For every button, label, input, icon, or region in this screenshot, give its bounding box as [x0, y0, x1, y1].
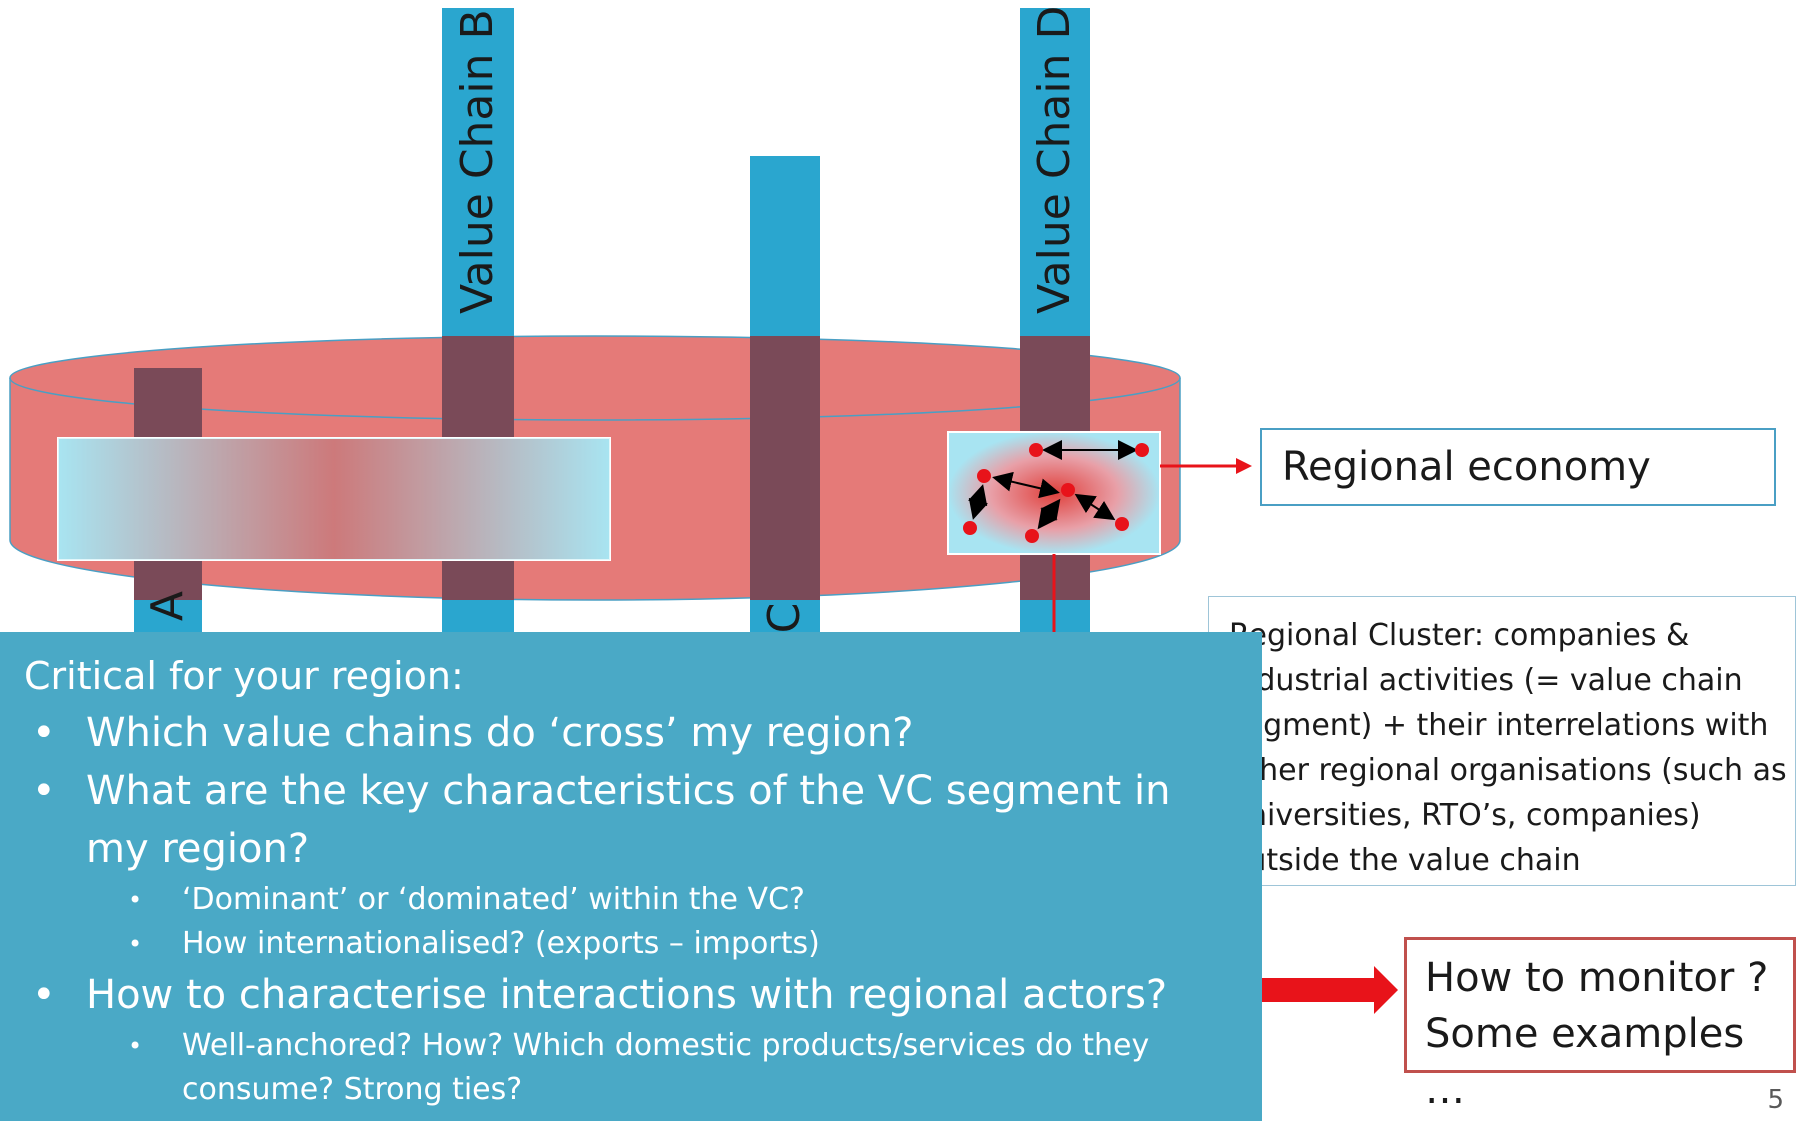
value-chain-segment-c [750, 336, 820, 600]
value-chain-band [57, 437, 611, 561]
critical-panel: Critical for your region: •Which value c… [0, 632, 1262, 1121]
value-chain-label-a: A [142, 590, 193, 622]
question-3: •How to characterise interactions with r… [32, 972, 1168, 1018]
regional-economy-label: Regional economy [1260, 428, 1776, 506]
monitor-arrow [1238, 966, 1398, 1014]
monitor-line-1: How to monitor ? [1425, 955, 1769, 1001]
monitor-box: How to monitor ? Some examples … [1404, 937, 1796, 1113]
question-1: •Which value chains do ‘cross’ my region… [32, 710, 914, 756]
cluster-description: Regional Cluster: companies & industrial… [1229, 618, 1787, 878]
critical-title: Critical for your region: [24, 654, 464, 698]
question-2: •What are the key characteristics of the… [32, 768, 1171, 872]
page-number: 5 [1767, 1085, 1784, 1115]
monitor-line-2: Some examples … [1425, 1011, 1745, 1113]
cluster-description-box: Regional Cluster: companies & industrial… [1208, 596, 1796, 886]
cluster-nodes [963, 443, 1149, 543]
value-chain-label-d: Value Chain D [1029, 5, 1080, 314]
question-2-sub-2: •How internationalised? (exports – impor… [128, 926, 820, 961]
cluster-network [967, 440, 1138, 530]
question-3-sub-1: •Well-anchored? How? Which domestic prod… [128, 1028, 1150, 1107]
question-2-sub-1: •‘Dominant’ or ‘dominated’ within the VC… [128, 882, 805, 917]
value-chain-label-b: Value Chain B [452, 9, 503, 314]
